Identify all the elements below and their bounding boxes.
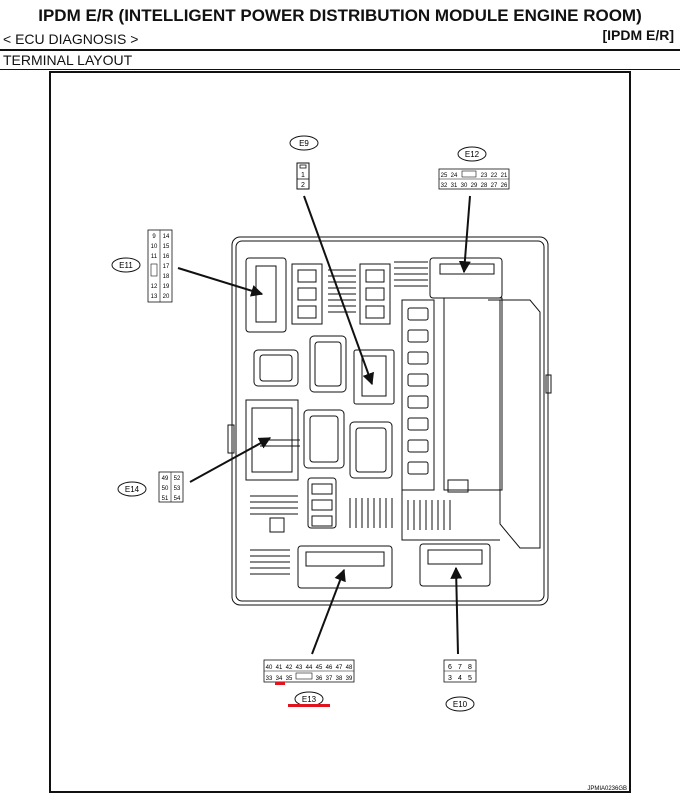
pin: 14	[163, 234, 170, 240]
leader-e14	[189, 437, 272, 483]
section-tag: [IPDM E/R]	[602, 27, 674, 43]
pin: 32	[441, 183, 448, 189]
leader-e13	[311, 568, 346, 655]
pin: 54	[174, 496, 181, 502]
leader-e11	[177, 267, 264, 297]
pin: 15	[163, 244, 170, 250]
pin: 20	[163, 294, 170, 300]
connector-e10: 6 7 8 3 4 5 E10	[443, 659, 477, 712]
pin: 6	[448, 664, 452, 671]
connector-e10-label: E10	[453, 700, 468, 709]
connector-e13: 40 41 42 43 44 45 46 47 48 33 34 35 36 3…	[263, 659, 355, 707]
pin: 7	[458, 664, 462, 671]
pin: 46	[326, 665, 333, 671]
pin: 19	[163, 284, 170, 290]
pin: 42	[286, 665, 293, 671]
pin: 23	[481, 173, 488, 179]
connector-e13-label: E13	[302, 695, 317, 704]
pin: 47	[336, 665, 343, 671]
pin: 36	[316, 676, 323, 682]
leader-e12	[458, 195, 471, 274]
pin: 37	[326, 676, 333, 682]
pin: 33	[266, 676, 273, 682]
diagram-frame	[49, 71, 631, 793]
pin: 5	[468, 675, 472, 682]
breadcrumb: < ECU DIAGNOSIS >	[3, 31, 139, 47]
pin: 17	[163, 264, 170, 270]
leader-e10	[450, 566, 463, 655]
figure-code: JPMIA0236GB	[587, 786, 627, 792]
pin: 43	[296, 665, 303, 671]
pin: 12	[151, 284, 158, 290]
pin: 9	[152, 234, 156, 240]
pin: 3	[448, 675, 452, 682]
section-heading: TERMINAL LAYOUT	[3, 52, 133, 68]
connector-e11: E11 9 10 11 12 13 14 15 16 17 18 19 20	[111, 229, 173, 303]
pin: 27	[491, 183, 498, 189]
pin: 41	[276, 665, 283, 671]
pin: 50	[162, 486, 169, 492]
pin: 1	[301, 172, 305, 179]
connector-e9: E9 1 2	[289, 135, 319, 190]
pin: 34	[276, 676, 283, 682]
connector-e12-label: E12	[465, 150, 480, 159]
pin: 49	[162, 476, 169, 482]
connector-e12: E12 25 24 23 22 21 32 31 30 29 28 27 26	[438, 146, 510, 190]
pin-34-highlight	[275, 682, 285, 685]
pin: 16	[163, 254, 170, 260]
pin: 29	[471, 183, 478, 189]
pin: 48	[346, 665, 353, 671]
pin: 13	[151, 294, 158, 300]
pin: 44	[306, 665, 313, 671]
pin: 30	[461, 183, 468, 189]
pin: 51	[162, 496, 169, 502]
section-rule	[0, 69, 680, 70]
pin: 22	[491, 173, 498, 179]
pin: 2	[301, 182, 305, 189]
pin: 28	[481, 183, 488, 189]
connector-e14-label: E14	[125, 485, 140, 494]
header-rule	[0, 49, 680, 51]
pin: 8	[468, 664, 472, 671]
pin: 24	[451, 173, 458, 179]
pin: 21	[501, 173, 508, 179]
ipdm-module-body	[227, 236, 552, 606]
pin: 10	[151, 244, 158, 250]
pin: 4	[458, 675, 462, 682]
pin: 18	[163, 274, 170, 280]
pin: 52	[174, 476, 181, 482]
page-title: IPDM E/R (INTELLIGENT POWER DISTRIBUTION…	[38, 6, 642, 25]
pin: 53	[174, 486, 181, 492]
connector-e11-label: E11	[119, 261, 133, 270]
pin: 25	[441, 173, 448, 179]
connector-e9-label: E9	[299, 139, 309, 148]
leader-e9	[303, 195, 374, 386]
pin: 35	[286, 676, 293, 682]
pin: 45	[316, 665, 323, 671]
pin: 39	[346, 676, 353, 682]
pin: 11	[151, 254, 158, 260]
pin: 26	[501, 183, 508, 189]
e13-highlight-underline	[288, 704, 330, 707]
pin: 38	[336, 676, 343, 682]
pin: 40	[266, 665, 273, 671]
connector-e14: E14 49 50 51 52 53 54	[117, 471, 184, 503]
pin: 31	[451, 183, 458, 189]
